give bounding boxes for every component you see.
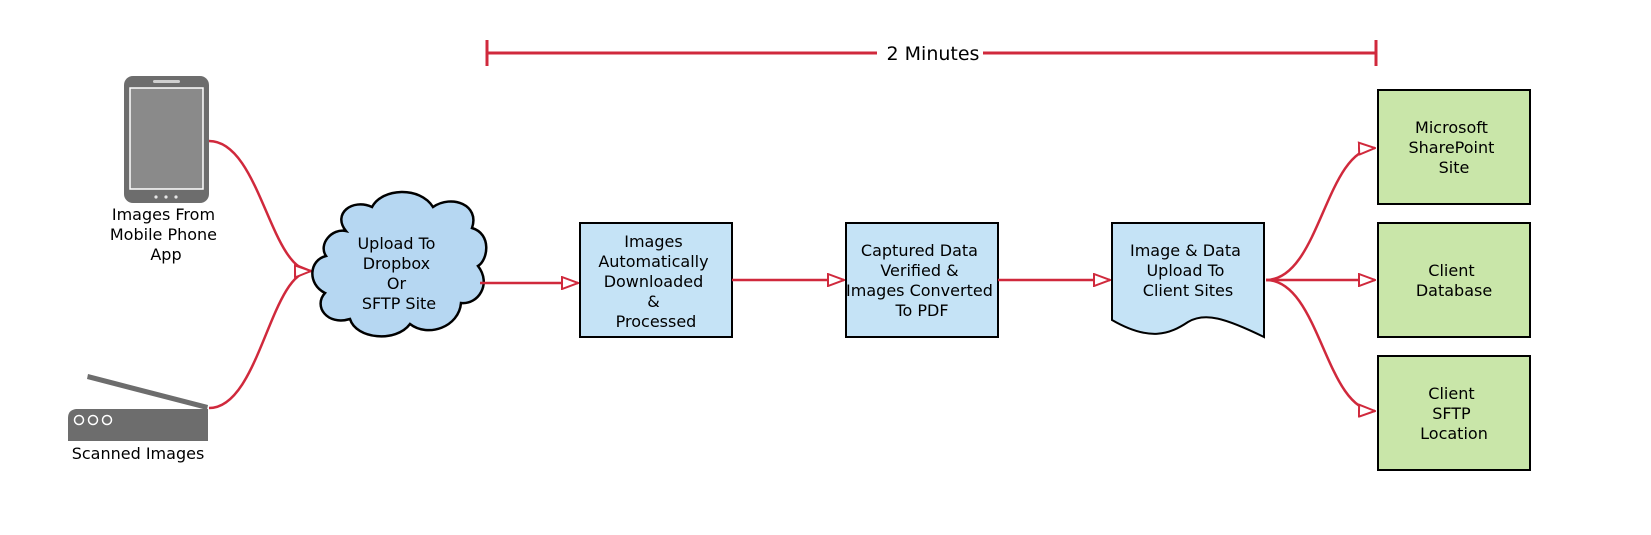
process-step-verify-label: Captured Data Verified & Images Converte… (846, 241, 998, 320)
scanner-icon (68, 374, 208, 441)
upload-to-sharepoint-arrow (1265, 148, 1375, 282)
upload-to-sftp-arrow (1265, 278, 1375, 411)
upload-cloud: Upload To Dropbox Or SFTP Site (311, 190, 488, 338)
destination-sharepoint: Microsoft SharePoint Site (1377, 89, 1531, 205)
scanner-to-cloud-arrow (208, 271, 311, 410)
scanner-source-label: Scanned Images (72, 444, 205, 463)
destination-sharepoint-label: Microsoft SharePoint Site (1409, 118, 1500, 177)
cloud-label: Upload To Dropbox Or SFTP Site (357, 234, 440, 313)
destination-sftp-label: Client SFTP Location (1420, 384, 1488, 443)
document-step-upload: Image & Data Upload To Client Sites (1111, 222, 1265, 339)
destination-database-label: Client Database (1416, 261, 1492, 300)
phone-to-cloud-arrow (208, 139, 311, 271)
process-step-download-label: Images Automatically Downloaded & Proces… (598, 232, 713, 331)
mobile-phone-icon (124, 76, 209, 203)
timeline-label: 2 Minutes (887, 43, 980, 65)
phone-source-label: Images From Mobile Phone App (110, 205, 222, 264)
document-step-upload-label: Image & Data Upload To Client Sites (1130, 241, 1246, 300)
process-step-verify: Captured Data Verified & Images Converte… (845, 222, 999, 338)
destination-database: Client Database (1377, 222, 1531, 338)
destination-sftp: Client SFTP Location (1377, 355, 1531, 471)
timeline: 2 Minutes (485, 40, 1378, 66)
process-step-download: Images Automatically Downloaded & Proces… (579, 222, 733, 338)
